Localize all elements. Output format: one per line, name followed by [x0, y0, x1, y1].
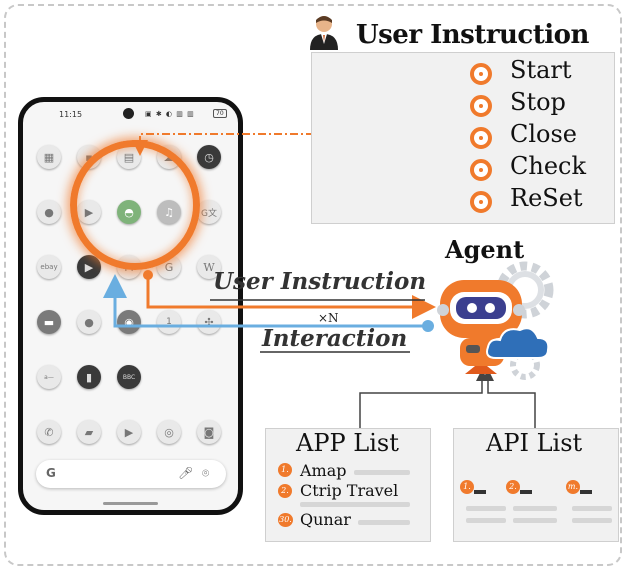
status-icons: ▣ ✱ ◐ ▥ ▥ — [145, 110, 195, 118]
clock-app-icon[interactable]: ◷ — [197, 145, 221, 169]
api-list-title: API List — [486, 429, 583, 457]
app-item-amap: Amap — [300, 461, 347, 480]
placeholder-line — [358, 520, 410, 525]
api-dash — [580, 490, 592, 494]
api-index-badge: 2. — [506, 480, 520, 494]
amap-app-icon[interactable]: a— — [37, 365, 61, 389]
app-index-badge: 2. — [278, 484, 292, 498]
status-time: 11:15 — [59, 110, 83, 119]
repeat-label: ×N — [318, 311, 339, 325]
app-index-badge: 30. — [278, 513, 293, 527]
chrome-app-icon[interactable]: ◎ — [157, 420, 181, 444]
google-logo-icon: G — [46, 466, 56, 480]
option-close-radio[interactable] — [470, 127, 492, 149]
option-check-label: Check — [510, 152, 587, 180]
camera-app-icon[interactable]: ◉ — [117, 310, 141, 334]
user-instruction-flow-label: User Instruction — [213, 268, 427, 295]
placeholder-line — [572, 518, 612, 523]
translate-app-icon[interactable]: G文 — [197, 200, 221, 224]
search-bar[interactable]: G 🎤︎ ⌾ — [36, 460, 226, 488]
battery-level: 70 — [213, 109, 227, 118]
placeholder-line — [513, 518, 557, 523]
maps-app-icon[interactable]: ● — [37, 200, 61, 224]
option-stop-radio[interactable] — [470, 95, 492, 117]
interaction-flow-label: Interaction — [262, 325, 408, 352]
api-index-badge: m. — [566, 480, 580, 494]
highlight-ring — [70, 140, 200, 270]
option-start-label: Start — [510, 56, 572, 84]
instruction-panel — [311, 52, 615, 224]
lens-icon[interactable]: ⌾ — [202, 466, 210, 480]
youtube-app-icon[interactable]: ▶ — [77, 255, 101, 279]
placeholder-line — [572, 506, 612, 511]
play-app-icon[interactable]: ▶ — [117, 420, 141, 444]
placeholder-line — [466, 506, 506, 511]
option-close-label: Close — [510, 120, 578, 148]
placeholder-line — [354, 470, 410, 475]
option-reset-radio[interactable] — [470, 191, 492, 213]
twitch-app-icon[interactable]: ▮ — [77, 365, 101, 389]
app-item-ctrip: Ctrip Travel — [300, 481, 399, 500]
camera-icon — [123, 108, 134, 119]
status-bar: 11:15 ▣ ✱ ◐ ▥ ▥ 70 — [23, 108, 238, 122]
placeholder-line — [513, 506, 557, 511]
calendar-day-app-icon[interactable]: 1 — [157, 310, 181, 334]
placeholder-line — [300, 502, 410, 507]
option-reset-label: ReSet — [510, 184, 583, 212]
messages-app-icon[interactable]: ▰ — [77, 420, 101, 444]
api-dash — [520, 490, 532, 494]
home-indicator — [103, 502, 158, 505]
calculator-app-icon[interactable]: ▦ — [37, 145, 61, 169]
api-list-panel — [453, 428, 619, 542]
api-index-badge: 1. — [460, 480, 474, 494]
phone-app-icon[interactable]: ✆ — [37, 420, 61, 444]
mic-icon[interactable]: 🎤︎ — [178, 466, 194, 480]
app-list-title: APP List — [296, 429, 399, 457]
app-item-qunar: Qunar — [300, 510, 351, 529]
contacts-app-icon[interactable]: ● — [77, 310, 101, 334]
bbc-news-app-icon[interactable]: BBC — [117, 365, 141, 389]
agent-title: Agent — [445, 235, 525, 264]
option-stop-label: Stop — [510, 88, 566, 116]
option-check-radio[interactable] — [470, 159, 492, 181]
pinwheel-app-icon[interactable]: ✣ — [197, 310, 221, 334]
user-instruction-title: User Instruction — [356, 20, 589, 50]
option-start-radio[interactable] — [470, 63, 492, 85]
app-index-badge: 1. — [278, 463, 292, 477]
placeholder-line — [466, 518, 506, 523]
camera-dock-app-icon[interactable]: ◙ — [197, 420, 221, 444]
ebay-app-icon[interactable]: ebay — [37, 255, 61, 279]
diagram-frame — [4, 4, 622, 566]
api-dash — [474, 490, 486, 494]
files-app-icon[interactable]: ▬ — [37, 310, 61, 334]
